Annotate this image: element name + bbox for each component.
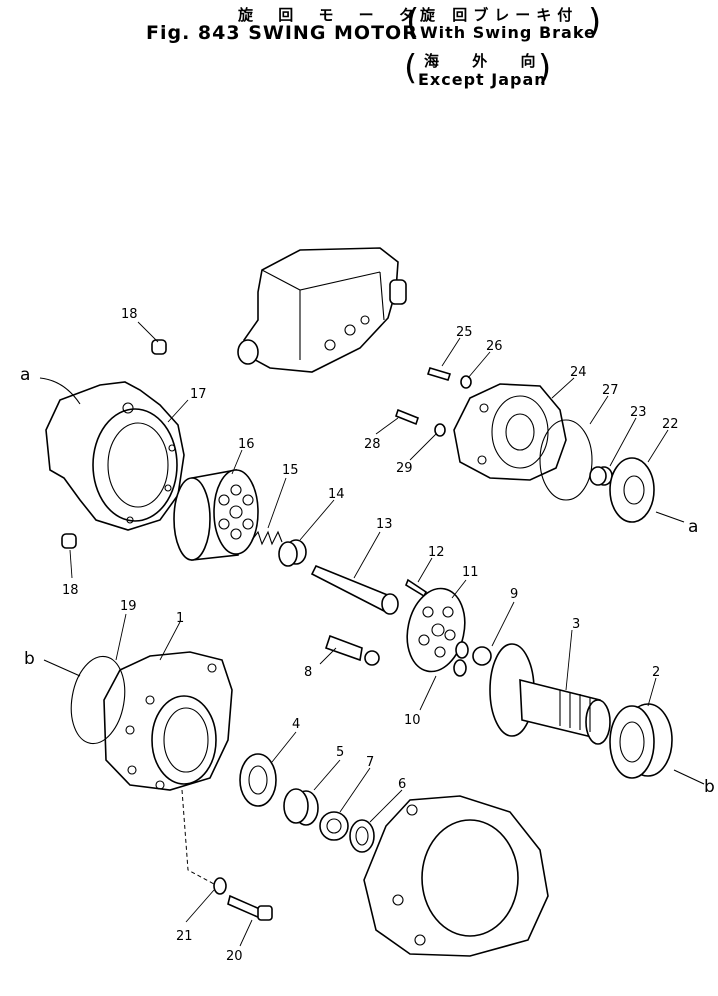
callout-11: 11 (462, 565, 479, 580)
part-20-bolt (227, 894, 273, 921)
callout-9: 9 (510, 587, 518, 602)
callout-20: 20 (226, 949, 243, 964)
callout-14: 14 (328, 487, 345, 502)
part-7-gear (319, 811, 349, 841)
callout-25: 25 (456, 325, 473, 340)
part-29-washer (434, 423, 446, 437)
ref-a-right: a (688, 517, 698, 537)
variant2-jp: 海 外 向 (424, 52, 550, 70)
part-14-bushing (278, 539, 307, 567)
callout-12: 12 (428, 545, 445, 560)
part-2-bearing (609, 703, 673, 779)
control-valve-block (237, 247, 407, 373)
variant1-jp: 旋 回ブレーキ付 (420, 6, 579, 24)
part-13-shaft (310, 564, 399, 615)
callout-4: 4 (292, 717, 300, 732)
variant1-open-paren: ( (406, 2, 421, 42)
callout-19: 19 (120, 599, 137, 614)
part-25-bolt (426, 367, 452, 381)
arrow-b-left (43, 659, 81, 677)
callout-18-upper: 18 (121, 307, 138, 322)
callout-1: 1 (176, 611, 184, 626)
callout-22: 22 (662, 417, 679, 432)
part-5-collar (283, 788, 319, 826)
reduction-case (363, 795, 549, 957)
part-10-seal-lower (453, 659, 467, 677)
callout-7: 7 (366, 755, 374, 770)
callout-24: 24 (570, 365, 587, 380)
leader-lines (69, 321, 669, 947)
callout-6: 6 (398, 777, 406, 792)
arrow-a-left (39, 377, 81, 405)
figure-title: Fig. 843 SWING MOTOR (146, 22, 418, 44)
part-1-motor-case (103, 651, 233, 791)
callout-13: 13 (376, 517, 393, 532)
ref-a-left: a (20, 365, 30, 385)
arrow-a-right (655, 511, 685, 523)
part-26-washer (460, 375, 472, 389)
part-16-cylinder-block (173, 469, 259, 561)
callout-23: 23 (630, 405, 647, 420)
callout-3: 3 (572, 617, 580, 632)
callout-17: 17 (190, 387, 207, 402)
callout-2: 2 (652, 665, 660, 680)
callout-18-lower: 18 (62, 583, 79, 598)
part-6-nut (349, 819, 375, 853)
bolt-alignment-line (181, 789, 215, 885)
part-22-brake-disc (609, 457, 655, 523)
part-8-pin (324, 634, 363, 662)
callout-27: 27 (602, 383, 619, 398)
part-19-o-ring (70, 655, 126, 745)
part-24-brake-cover (453, 383, 567, 481)
variant1-close-paren: ) (588, 2, 603, 42)
part-12-screw (405, 578, 428, 598)
callout-10: 10 (404, 713, 421, 728)
part-18-plug-lower (61, 533, 77, 549)
variant2-en: Except Japan (418, 70, 547, 89)
callout-28: 28 (364, 437, 381, 452)
ref-b-right: b (704, 777, 715, 797)
part-17-housing (45, 381, 185, 531)
part-27-o-ring (539, 419, 593, 501)
part-15-spring (251, 530, 283, 546)
callout-5: 5 (336, 745, 344, 760)
jp-title: 旋 回 モ ー タ (238, 6, 424, 24)
arrow-b-right (673, 769, 705, 785)
part-8-ball (364, 650, 380, 666)
part-10-seal-upper (455, 641, 469, 659)
part-11-valve-plate (406, 587, 466, 673)
callout-26: 26 (486, 339, 503, 354)
callout-29: 29 (396, 461, 413, 476)
callout-16: 16 (238, 437, 255, 452)
part-3-output-shaft (489, 643, 611, 745)
ref-b-left: b (24, 649, 35, 669)
part-28-bolt (395, 408, 419, 426)
part-18-plug-upper (151, 339, 167, 355)
part-23-needle-bearing (589, 466, 613, 486)
variant2-close-paren: ) (538, 48, 553, 88)
part-9-ball (472, 646, 492, 666)
part-21-washer (213, 877, 227, 895)
callout-15: 15 (282, 463, 299, 478)
callout-21: 21 (176, 929, 193, 944)
callout-8: 8 (304, 665, 312, 680)
variant2-open-paren: ( (404, 48, 419, 88)
variant1-en: With Swing Brake (420, 23, 596, 42)
part-4-seal (239, 753, 277, 807)
